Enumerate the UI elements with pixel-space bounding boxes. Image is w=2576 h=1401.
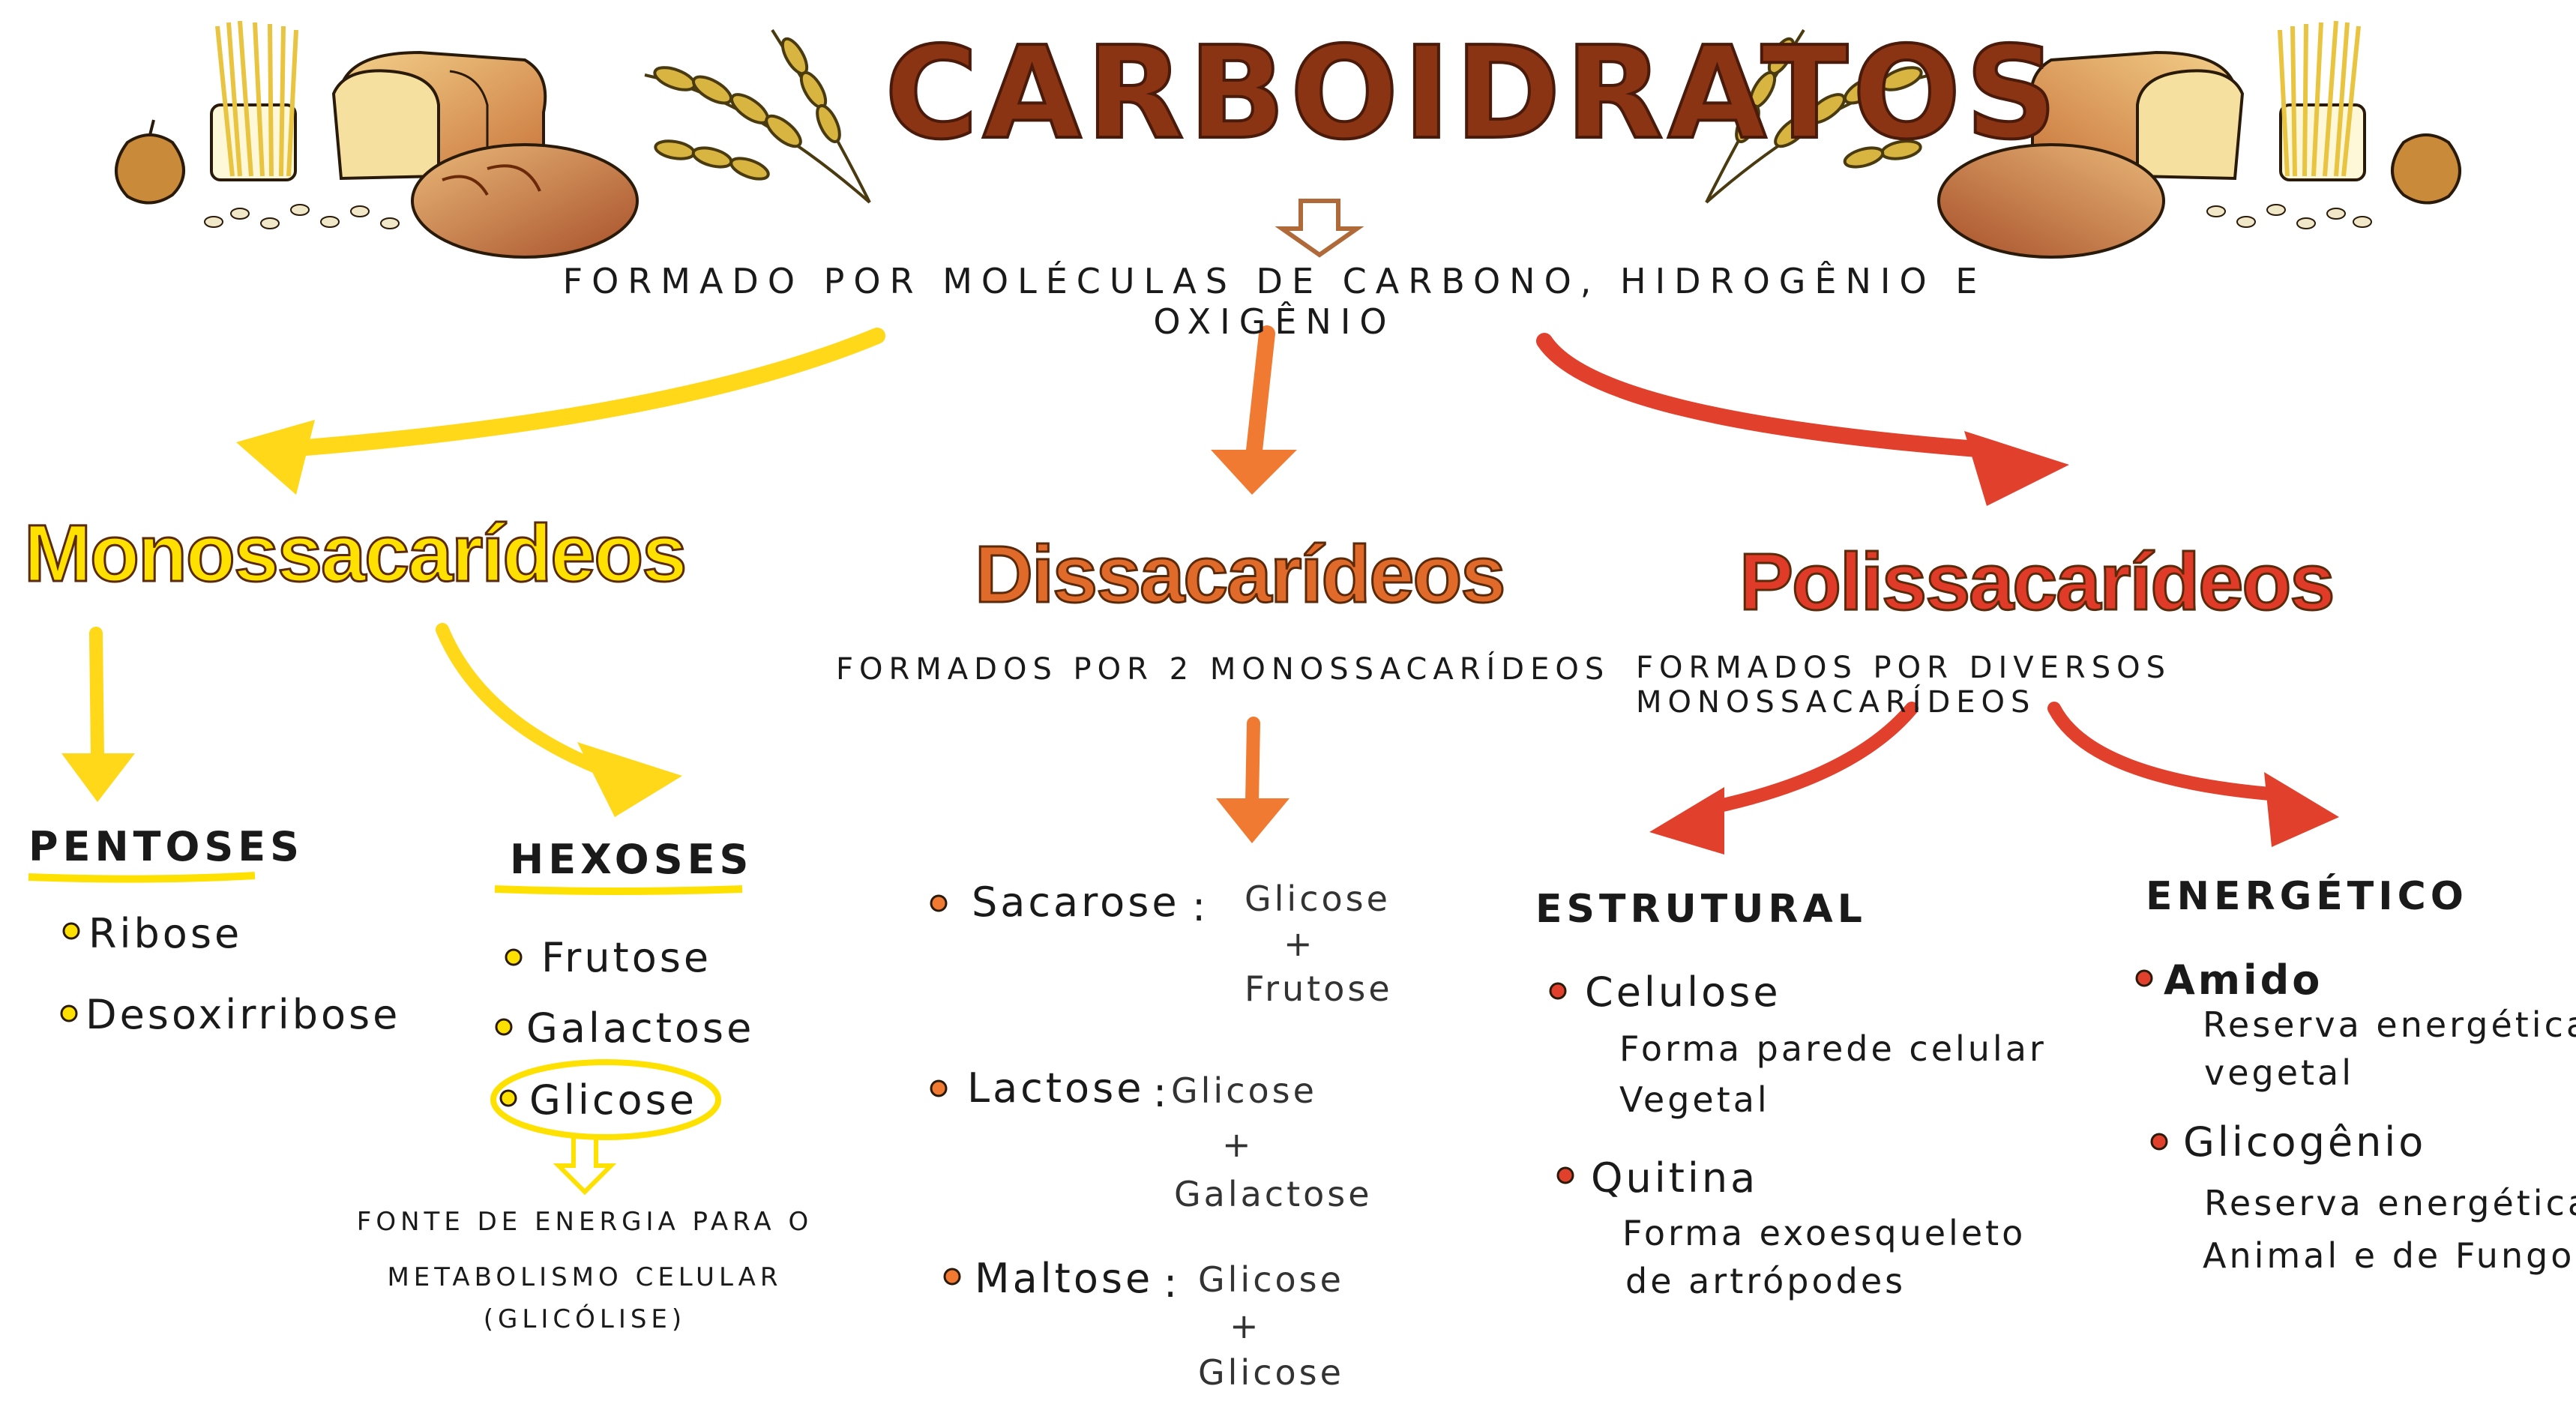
dis-item-name: Maltose bbox=[975, 1255, 1154, 1302]
poli-item-desc: Forma exoesqueleto bbox=[1622, 1213, 2026, 1253]
bread-loaf-icon bbox=[331, 50, 547, 181]
right-food-illustration bbox=[1705, 20, 2461, 259]
bullets bbox=[60, 894, 2168, 1286]
garlic-icon bbox=[115, 119, 185, 205]
hexose-item: Galactose bbox=[526, 1004, 755, 1052]
dis-component: Frutose bbox=[1245, 968, 1393, 1009]
colon: : bbox=[1164, 1259, 1178, 1307]
arrow-to-hexoses bbox=[436, 623, 682, 817]
dis-component: Galactose bbox=[1174, 1174, 1373, 1214]
page-title: CARBOIDRATOS bbox=[883, 19, 2062, 168]
glicose-highlight bbox=[490, 1059, 721, 1140]
dis-component: Glicose bbox=[1198, 1259, 1344, 1300]
poli-item-name: Amido bbox=[2164, 956, 2323, 1004]
category-mono-title: Monossacarídeos bbox=[22, 507, 687, 598]
pentose-item: Ribose bbox=[88, 910, 243, 957]
dis-component: Glicose bbox=[1245, 879, 1391, 919]
arrow-to-dis-items bbox=[1216, 717, 1289, 843]
glicose-note-line: FONTE DE ENERGIA PARA O bbox=[356, 1207, 813, 1237]
pentose-item: Desoxirribose bbox=[85, 991, 401, 1038]
arrow-to-dis bbox=[1211, 325, 1297, 495]
title-down-arrow bbox=[1275, 199, 1364, 258]
hexoses-heading: HEXOSES bbox=[510, 836, 753, 883]
poli-item-name: Quitina bbox=[1591, 1154, 1759, 1202]
poli-item-name: Glicogênio bbox=[2183, 1118, 2427, 1166]
energetico-heading: ENERGÉTICO bbox=[2146, 874, 2468, 919]
glicose-note-line: METABOLISMO CELULAR bbox=[387, 1262, 783, 1292]
estrutural-heading: ESTRUTURAL bbox=[1535, 887, 1867, 932]
poli-description: FORMADOS POR DIVERSOS MONOSSACARÍDEOS bbox=[1636, 651, 2171, 720]
plus-sign: + bbox=[1284, 924, 1316, 964]
bread-roll-icon bbox=[411, 143, 639, 259]
category-poli-title: Polissacarídeos bbox=[1738, 536, 2335, 627]
poli-item-desc: Reserva energética bbox=[2204, 1183, 2576, 1223]
dis-component: Glicose bbox=[1198, 1352, 1344, 1393]
seeds-icon bbox=[204, 204, 400, 229]
dis-item-name: Sacarose bbox=[972, 879, 1180, 926]
hexose-item: Glicose bbox=[529, 1076, 697, 1124]
arrow-to-energetico bbox=[2047, 702, 2339, 847]
poli-item-desc: Animal e de Fungos bbox=[2203, 1235, 2576, 1276]
arrow-to-mono bbox=[236, 328, 885, 495]
arrow-to-pentoses bbox=[61, 627, 135, 802]
page-subtitle: FORMADO POR MOLÉCULAS DE CARBONO, HIDROG… bbox=[562, 261, 1987, 342]
plus-sign: + bbox=[1222, 1124, 1254, 1165]
category-dis-title: Dissacarídeos bbox=[973, 528, 1506, 619]
dis-description: FORMADOS POR 2 MONOSSACARÍDEOS bbox=[836, 652, 1610, 687]
left-food-illustration bbox=[115, 20, 871, 259]
arrow-to-poli bbox=[1536, 333, 2069, 506]
pasta-jar-icon bbox=[210, 20, 298, 181]
colon: : bbox=[1192, 883, 1206, 930]
hexoses-underline bbox=[494, 885, 743, 895]
poli-item-desc: Reserva energética bbox=[2203, 1004, 2576, 1045]
pentoses-heading: PENTOSES bbox=[28, 823, 304, 870]
poli-item-name: Celulose bbox=[1585, 968, 1781, 1016]
colon: : bbox=[1153, 1069, 1167, 1116]
poli-item-desc: vegetal bbox=[2204, 1052, 2355, 1093]
hexose-item: Frutose bbox=[541, 934, 712, 981]
arrow-to-estrutural bbox=[1649, 702, 1919, 855]
poli-item-desc: de artrópodes bbox=[1625, 1261, 1907, 1301]
poli-item-desc: Forma parede celular bbox=[1619, 1028, 2047, 1069]
wheat-icon bbox=[644, 28, 871, 204]
dis-item-name: Lactose bbox=[967, 1064, 1145, 1112]
plus-sign: + bbox=[1230, 1306, 1262, 1346]
pentoses-underline bbox=[28, 872, 256, 883]
glicose-note-line: (GLICÓLISE) bbox=[483, 1304, 687, 1334]
glicose-down-arrow bbox=[553, 1138, 617, 1196]
dis-component: Glicose bbox=[1171, 1070, 1317, 1111]
poli-item-desc: Vegetal bbox=[1619, 1079, 1770, 1120]
